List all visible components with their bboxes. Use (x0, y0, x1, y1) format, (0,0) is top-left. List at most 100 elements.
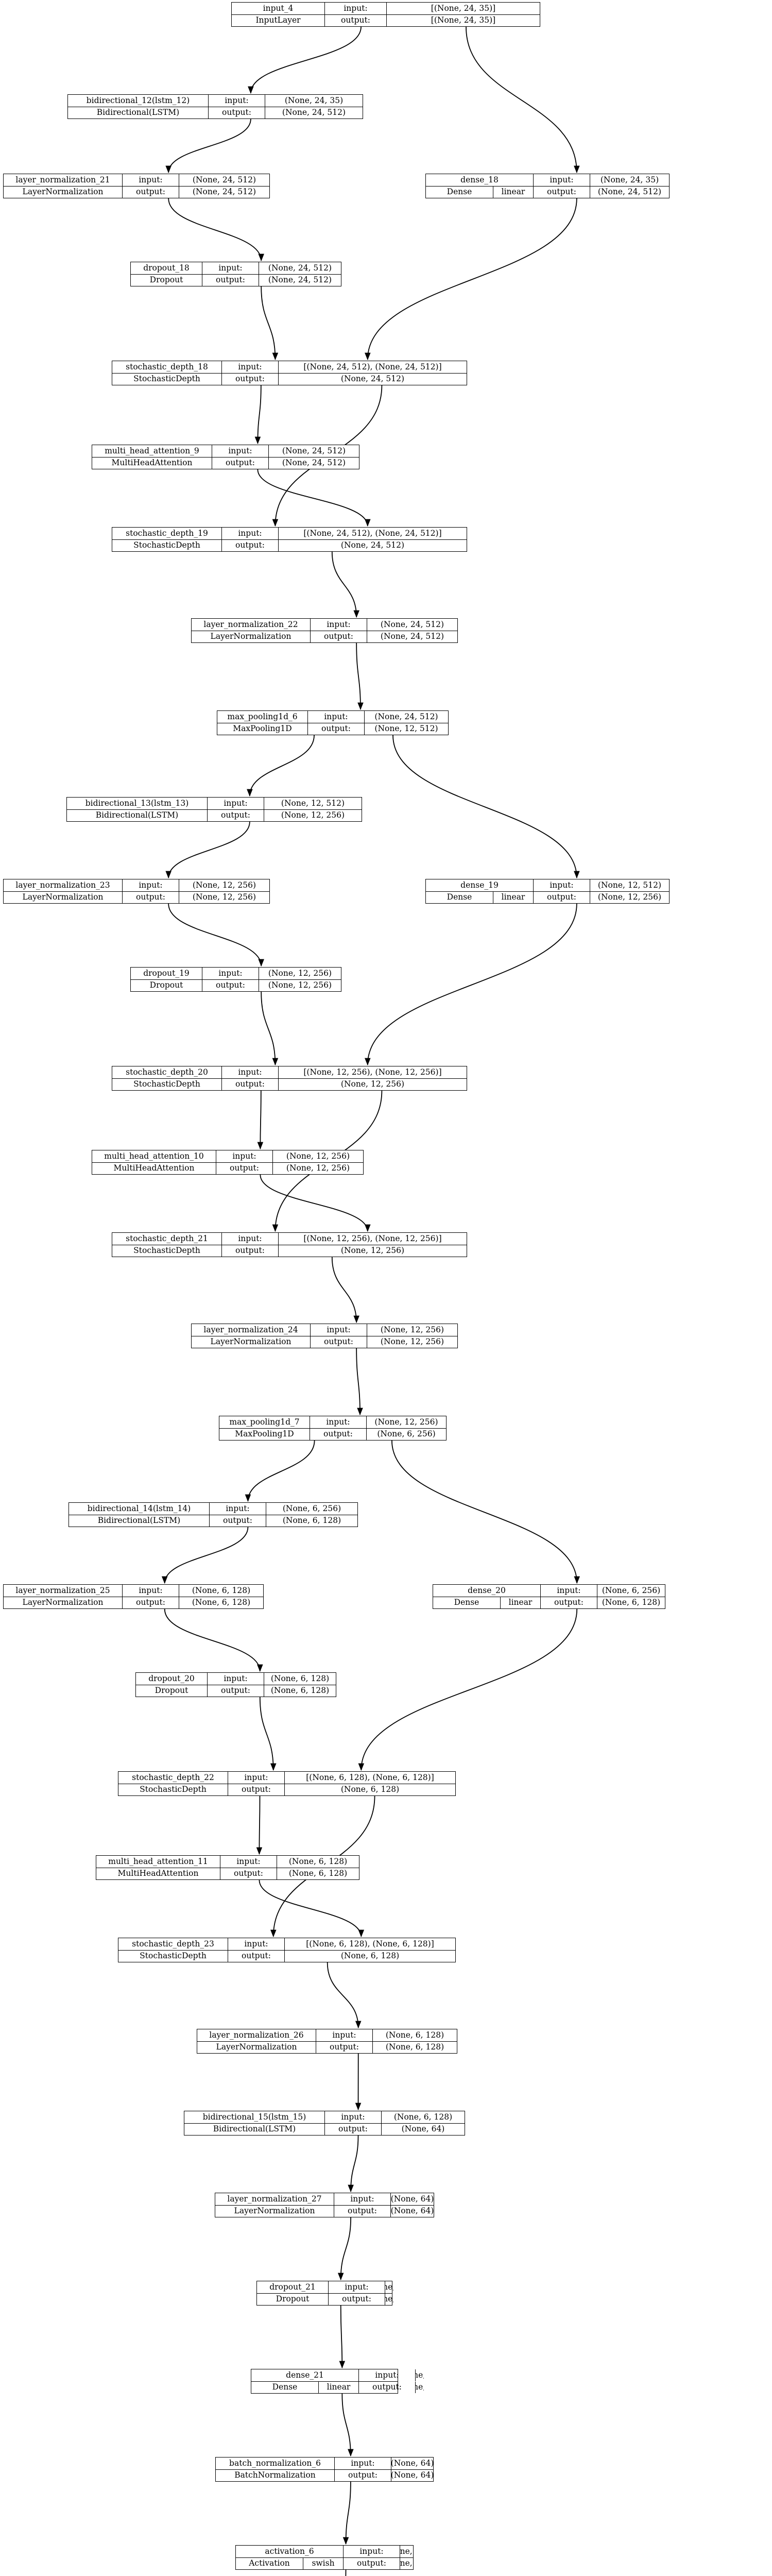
layer-class: LayerNormalization (216, 2042, 297, 2052)
input-shape: (None, 6, 128) (264, 1673, 336, 1685)
layer-name: stochastic_depth_18 (126, 362, 208, 371)
layer-node-bidirectional_13[interactable]: bidirectional_13(lstm_13)input:(None, 12… (66, 797, 362, 822)
output-label: output: (209, 1515, 266, 1527)
edge-dense_20-to-stochastic_depth_22 (358, 1608, 578, 1771)
input-shape: (None, 12, 256) (259, 968, 341, 979)
layer-node-bidirectional_14[interactable]: bidirectional_14(lstm_14)input:(None, 6,… (68, 1502, 358, 1527)
edge-dropout_21-to-dense_21 (339, 2305, 346, 2369)
edge-max_pooling1d_6-to-dense_19 (392, 735, 580, 879)
input-label: input: (209, 1503, 266, 1515)
edge-activation_6-to-dropout_22 (345, 2569, 347, 2576)
layer-name: layer_normalization_26 (209, 2030, 304, 2040)
input-label: input: (316, 2029, 372, 2041)
edge-layer_normalization_25-to-dropout_20 (164, 1608, 263, 1672)
output-shape: (None, 12, 256) (278, 1078, 467, 1090)
input-label: input: (216, 1150, 272, 1162)
input-shape: [(None, 24, 35)] (386, 3, 540, 14)
layer-name: bidirectional_14(lstm_14) (87, 1503, 191, 1513)
input-label: input: (307, 711, 364, 723)
layer-name: dense_18 (460, 175, 499, 184)
input-label: input: (122, 174, 179, 186)
layer-name: layer_normalization_27 (227, 2194, 322, 2204)
layer-class: MultiHeadAttention (111, 458, 193, 467)
node-input-row: bidirectional_12(lstm_12)input:(None, 24… (68, 95, 363, 107)
output-shape: (None, 6, 128) (179, 1597, 263, 1608)
layer-name: dense_19 (460, 880, 499, 890)
input-shape: (None, 6, 128) (179, 1585, 263, 1597)
layer-name: stochastic_depth_22 (132, 1772, 214, 1782)
output-label: output: (343, 2557, 400, 2569)
output-shape: (None, 24, 512) (278, 539, 467, 551)
input-shape: (None, 12, 256) (272, 1150, 363, 1162)
output-shape: (None, 12, 256) (272, 1162, 363, 1174)
layer-name: stochastic_depth_20 (126, 1067, 208, 1077)
output-shape: (None, 6, 128) (284, 1950, 455, 1962)
output-shape: (None, 6, 256) (366, 1428, 446, 1440)
layer-class: StochasticDepth (140, 1951, 207, 1960)
output-label: output: (324, 14, 386, 26)
edge-dense_18-to-stochastic_depth_18 (365, 198, 577, 361)
layer-class: StochasticDepth (133, 1246, 200, 1255)
input-label: input: (207, 1673, 264, 1685)
output-label: output: (207, 809, 264, 821)
node-output-row: Bidirectional(LSTM)output:(None, 6, 128) (69, 1515, 357, 1527)
output-shape: (None, 64) (390, 2205, 434, 2217)
activation-name: swish (303, 2557, 343, 2569)
layer-name: multi_head_attention_9 (105, 446, 199, 455)
layer-node-bidirectional_15[interactable]: bidirectional_15(lstm_15)input:(None, 6,… (184, 2111, 465, 2136)
activation-name: linear (493, 891, 533, 903)
edge-layer_normalization_22-to-max_pooling1d_6 (356, 642, 364, 710)
output-shape: [(None, 24, 35)] (386, 14, 540, 26)
input-shape: (None, 24, 512) (179, 174, 269, 186)
layer-node-bidirectional_12[interactable]: bidirectional_12(lstm_12)input:(None, 24… (67, 94, 363, 119)
